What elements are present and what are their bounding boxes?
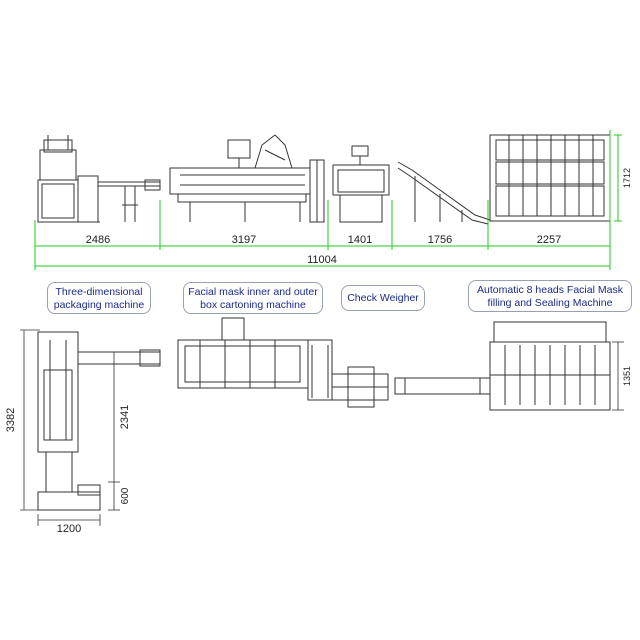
dim-cartoning-length: 3197 — [232, 234, 256, 246]
label-packaging-machine: Three-dimensional packaging machine — [47, 282, 151, 314]
dim-filling-length: 2257 — [537, 234, 561, 246]
dim-plan-total-width: 3382 — [5, 408, 17, 432]
cartoning-machine-plan — [177, 317, 333, 401]
dim-packaging-length: 2486 — [86, 234, 110, 246]
plan-dimension-lines — [20, 329, 624, 526]
front-elevation — [37, 134, 611, 225]
check-weigher-front — [332, 145, 390, 223]
dim-conveyor-length: 1756 — [428, 234, 452, 246]
dim-plan-packaging-width: 2341 — [119, 405, 131, 429]
filling-machine-front — [489, 134, 611, 222]
label-cartoning-machine: Facial mask inner and outer box cartonin… — [183, 282, 323, 314]
dim-plan-base-length: 1200 — [57, 523, 81, 535]
label-filling-machine: Automatic 8 heads Facial Mask filling an… — [468, 280, 632, 312]
dim-weigher-length: 1401 — [348, 234, 372, 246]
dim-total-length: 11004 — [307, 254, 337, 266]
conveyor-plan — [394, 377, 491, 395]
check-weigher-plan — [331, 366, 389, 408]
dim-plan-filling-depth: 1351 — [622, 366, 632, 386]
cartoning-machine-front — [169, 134, 325, 223]
packaging-machine-front — [37, 135, 161, 223]
filling-machine-plan — [489, 321, 611, 411]
label-check-weigher: Check Weigher — [341, 285, 425, 311]
dim-plan-base-width: 600 — [120, 487, 131, 504]
plan-view — [37, 317, 611, 511]
dim-filling-height: 1712 — [622, 168, 632, 188]
front-dimension-lines — [34, 130, 622, 270]
conveyor-front — [397, 161, 491, 225]
packaging-machine-plan — [37, 331, 161, 511]
